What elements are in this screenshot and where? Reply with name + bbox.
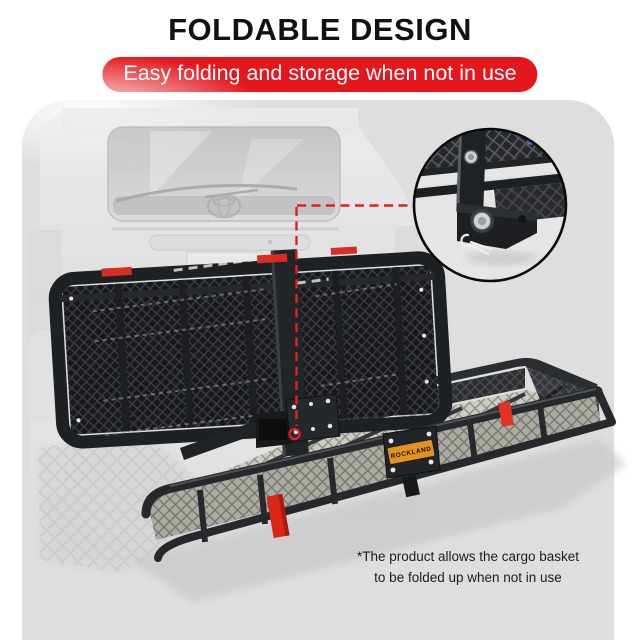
red-reflectors: [101, 246, 358, 277]
toyota-logo-icon: [206, 193, 242, 219]
rear-window: [107, 126, 341, 222]
tailgate-handle: [149, 234, 311, 251]
rear-wiper: [115, 183, 298, 203]
page-title: FOLDABLE DESIGN: [168, 12, 472, 47]
basket-bottom-rail: [154, 418, 616, 562]
cargo-carrier-folded: [48, 246, 453, 460]
brand-plate: ROCKLAND: [382, 425, 441, 479]
callout-endpoint-circle: [288, 427, 301, 441]
hitch-mount-plate: [285, 393, 341, 443]
footnote-line-1: *The product allows the cargo basket: [356, 549, 580, 564]
inset-border: [412, 127, 568, 283]
cotter-pin-icon: [460, 233, 493, 256]
strap-red-right: [498, 401, 514, 427]
callout-dashed-line: [288, 204, 413, 441]
strap-red-front: [266, 493, 290, 539]
bolt-large-icon: [470, 209, 494, 233]
footnote-line-2: to be folded up when not in use: [374, 570, 562, 585]
hitch-shank-bar: [180, 420, 262, 460]
hitch-detail-inset: [412, 127, 568, 283]
footnote: *The product allows the cargo basket to …: [330, 546, 606, 588]
strap-black: [402, 474, 420, 498]
bolt-small-icon: [463, 149, 479, 165]
cargo-basket-open-front: ROCKLAND: [141, 360, 616, 562]
basket-top-rim: [141, 386, 603, 519]
